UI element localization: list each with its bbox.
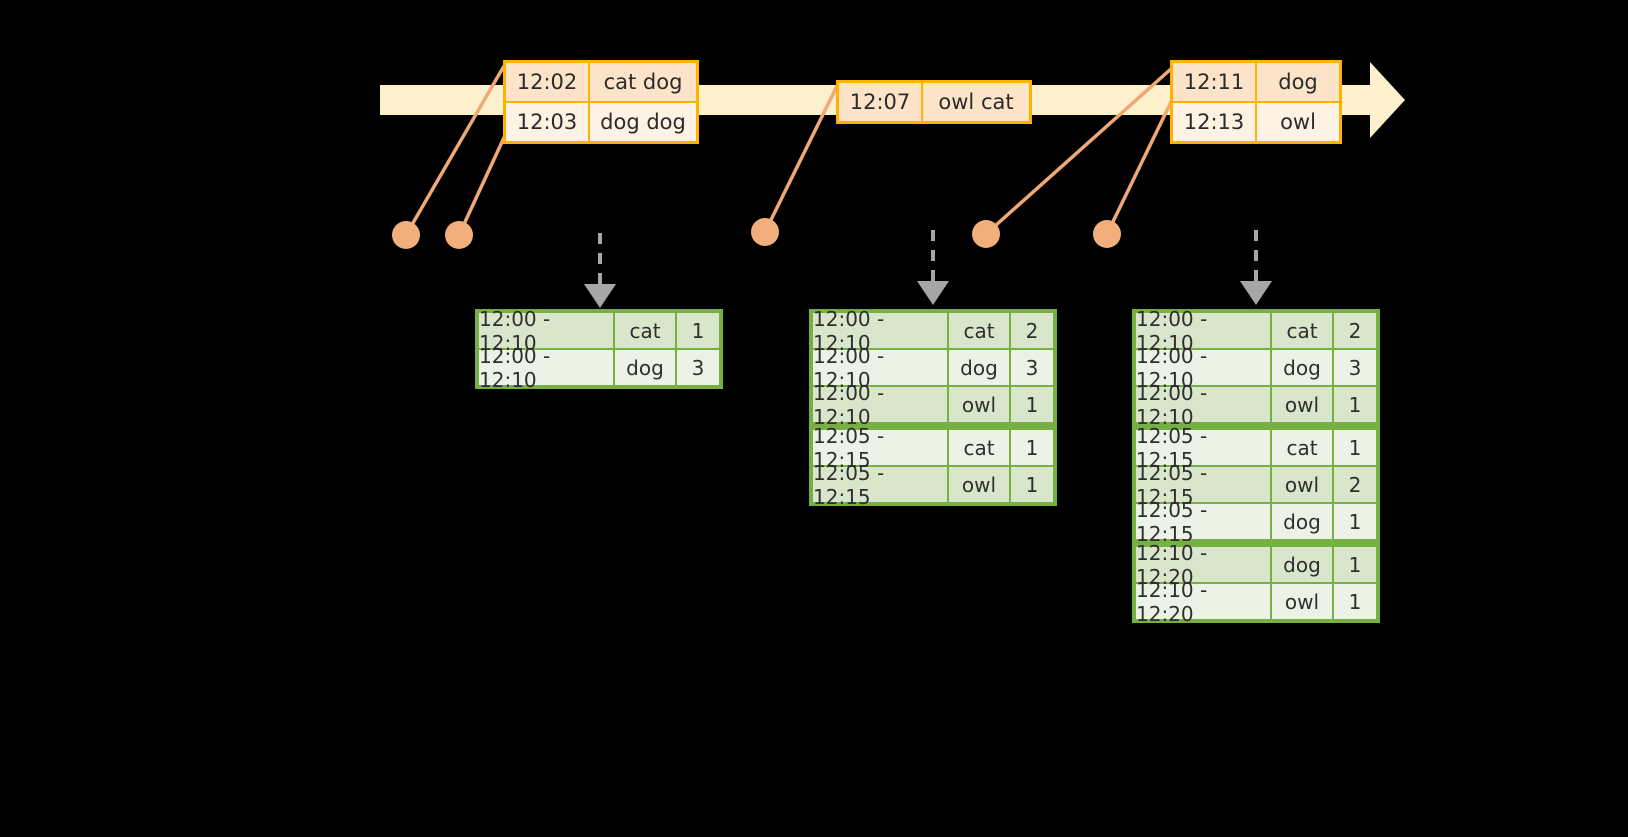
count-cell: 2 bbox=[1334, 467, 1376, 502]
event-group-3[interactable]: 12:11 dog 12:13 owl bbox=[1170, 60, 1342, 144]
count-cell: 1 bbox=[677, 313, 719, 348]
table-row[interactable]: 12:00 - 12:10 cat 2 bbox=[813, 307, 1053, 355]
event-value: owl bbox=[1257, 103, 1339, 141]
connector-dot-2 bbox=[445, 221, 473, 249]
table-row[interactable]: 12:05 - 12:15 dog 1 bbox=[1136, 498, 1376, 546]
connector-dot-5 bbox=[1093, 220, 1121, 248]
window-cell: 12:10 - 12:20 bbox=[1136, 578, 1270, 626]
table-row[interactable]: 12:00 - 12:10 owl 1 bbox=[1136, 381, 1376, 429]
event-time: 12:03 bbox=[506, 103, 590, 141]
count-cell: 1 bbox=[1334, 387, 1376, 422]
result-table-1[interactable]: 12:00 - 12:10 cat 1 12:00 - 12:10 dog 3 bbox=[475, 307, 723, 392]
event-row[interactable]: 12:02 cat dog bbox=[506, 63, 696, 101]
event-row[interactable]: 12:13 owl bbox=[1173, 101, 1339, 141]
count-cell: 3 bbox=[1334, 350, 1376, 385]
event-group-1[interactable]: 12:02 cat dog 12:03 dog dog bbox=[503, 60, 699, 144]
event-time: 12:07 bbox=[839, 83, 923, 121]
table-row[interactable]: 12:00 - 12:10 owl 1 bbox=[813, 381, 1053, 429]
window-cell: 12:05 - 12:15 bbox=[813, 461, 947, 509]
key-cell: owl bbox=[1272, 467, 1332, 502]
key-cell: dog bbox=[1272, 547, 1332, 582]
table-row[interactable]: 12:10 - 12:20 dog 1 bbox=[1136, 541, 1376, 589]
key-cell: dog bbox=[615, 350, 675, 385]
connector-dot-1 bbox=[392, 221, 420, 249]
event-row[interactable]: 12:03 dog dog bbox=[506, 101, 696, 141]
key-cell: owl bbox=[1272, 387, 1332, 422]
event-time: 12:02 bbox=[506, 63, 590, 101]
connector-line-5 bbox=[1105, 99, 1174, 235]
window-cell: 12:05 - 12:15 bbox=[1136, 498, 1270, 546]
count-cell: 2 bbox=[1334, 313, 1376, 348]
key-cell: dog bbox=[949, 350, 1009, 385]
event-value: cat dog bbox=[590, 63, 696, 101]
count-cell: 2 bbox=[1011, 313, 1053, 348]
key-cell: owl bbox=[949, 467, 1009, 502]
key-cell: cat bbox=[1272, 430, 1332, 465]
table-row[interactable]: 12:05 - 12:15 owl 2 bbox=[1136, 461, 1376, 509]
key-cell: cat bbox=[949, 430, 1009, 465]
connector-dot-3 bbox=[751, 218, 779, 246]
window-group-separator bbox=[1136, 424, 1376, 428]
window-cell: 12:00 - 12:10 bbox=[1136, 381, 1270, 429]
count-cell: 3 bbox=[677, 350, 719, 385]
count-cell: 1 bbox=[1011, 467, 1053, 502]
event-value: dog bbox=[1257, 63, 1339, 101]
event-value: dog dog bbox=[590, 103, 696, 141]
key-cell: owl bbox=[949, 387, 1009, 422]
table-row[interactable]: 12:05 - 12:15 owl 1 bbox=[813, 461, 1053, 509]
window-group-separator bbox=[813, 424, 1053, 428]
count-cell: 1 bbox=[1334, 547, 1376, 582]
count-cell: 3 bbox=[1011, 350, 1053, 385]
event-row[interactable]: 12:07 owl cat bbox=[839, 83, 1029, 121]
result-table-2[interactable]: 12:00 - 12:10 cat 2 12:00 - 12:10 dog 3 … bbox=[809, 307, 1057, 509]
connector-line-1 bbox=[404, 65, 506, 236]
event-row[interactable]: 12:11 dog bbox=[1173, 63, 1339, 101]
table-row[interactable]: 12:00 - 12:10 dog 3 bbox=[1136, 344, 1376, 392]
table-row[interactable]: 12:00 - 12:10 dog 3 bbox=[813, 344, 1053, 392]
connector-dot-4 bbox=[972, 220, 1000, 248]
count-cell: 1 bbox=[1334, 504, 1376, 539]
connector-line-3 bbox=[763, 83, 840, 233]
table-row[interactable]: 12:00 - 12:10 dog 3 bbox=[479, 344, 719, 392]
window-cell: 12:00 - 12:10 bbox=[479, 307, 613, 355]
window-cell: 12:10 - 12:20 bbox=[1136, 541, 1270, 589]
event-time: 12:13 bbox=[1173, 103, 1257, 141]
table-row[interactable]: 12:05 - 12:15 cat 1 bbox=[813, 424, 1053, 472]
window-group-separator bbox=[1136, 541, 1376, 545]
key-cell: dog bbox=[1272, 350, 1332, 385]
window-cell: 12:00 - 12:10 bbox=[479, 344, 613, 392]
table-row[interactable]: 12:00 - 12:10 cat 1 bbox=[479, 307, 719, 355]
event-group-2[interactable]: 12:07 owl cat bbox=[836, 80, 1032, 124]
event-time: 12:11 bbox=[1173, 63, 1257, 101]
result-table-3[interactable]: 12:00 - 12:10 cat 2 12:00 - 12:10 dog 3 … bbox=[1132, 307, 1380, 626]
key-cell: cat bbox=[949, 313, 1009, 348]
count-cell: 1 bbox=[1011, 387, 1053, 422]
table-row[interactable]: 12:00 - 12:10 cat 2 bbox=[1136, 307, 1376, 355]
table-row[interactable]: 12:10 - 12:20 owl 1 bbox=[1136, 578, 1376, 626]
key-cell: owl bbox=[1272, 584, 1332, 619]
key-cell: cat bbox=[1272, 313, 1332, 348]
count-cell: 1 bbox=[1011, 430, 1053, 465]
dashed-arrows bbox=[584, 230, 1272, 308]
event-value: owl cat bbox=[923, 83, 1029, 121]
key-cell: dog bbox=[1272, 504, 1332, 539]
key-cell: cat bbox=[615, 313, 675, 348]
count-cell: 1 bbox=[1334, 584, 1376, 619]
window-cell: 12:00 - 12:10 bbox=[1136, 344, 1270, 392]
window-cell: 12:00 - 12:10 bbox=[813, 344, 947, 392]
window-cell: 12:00 - 12:10 bbox=[813, 381, 947, 429]
connector-dots bbox=[392, 218, 1121, 249]
count-cell: 1 bbox=[1334, 430, 1376, 465]
